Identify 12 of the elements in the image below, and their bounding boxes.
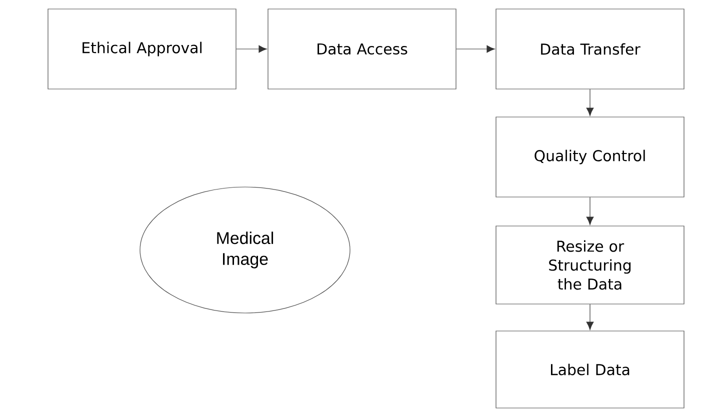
arrow [586,304,594,330]
arrow [586,197,594,225]
process-box: Data Transfer [496,8,684,90]
process-box: Quality Control [496,116,684,198]
process-box: Data Access [268,8,456,90]
process-box: Label Data [496,330,684,408]
process-box: Ethical Approval [48,8,236,90]
process-box: Resize or Structuring the Data [496,226,684,304]
arrow [456,45,495,53]
arrow [586,89,594,116]
ellipse-node: Medical Image [140,186,350,314]
arrow [236,45,267,53]
